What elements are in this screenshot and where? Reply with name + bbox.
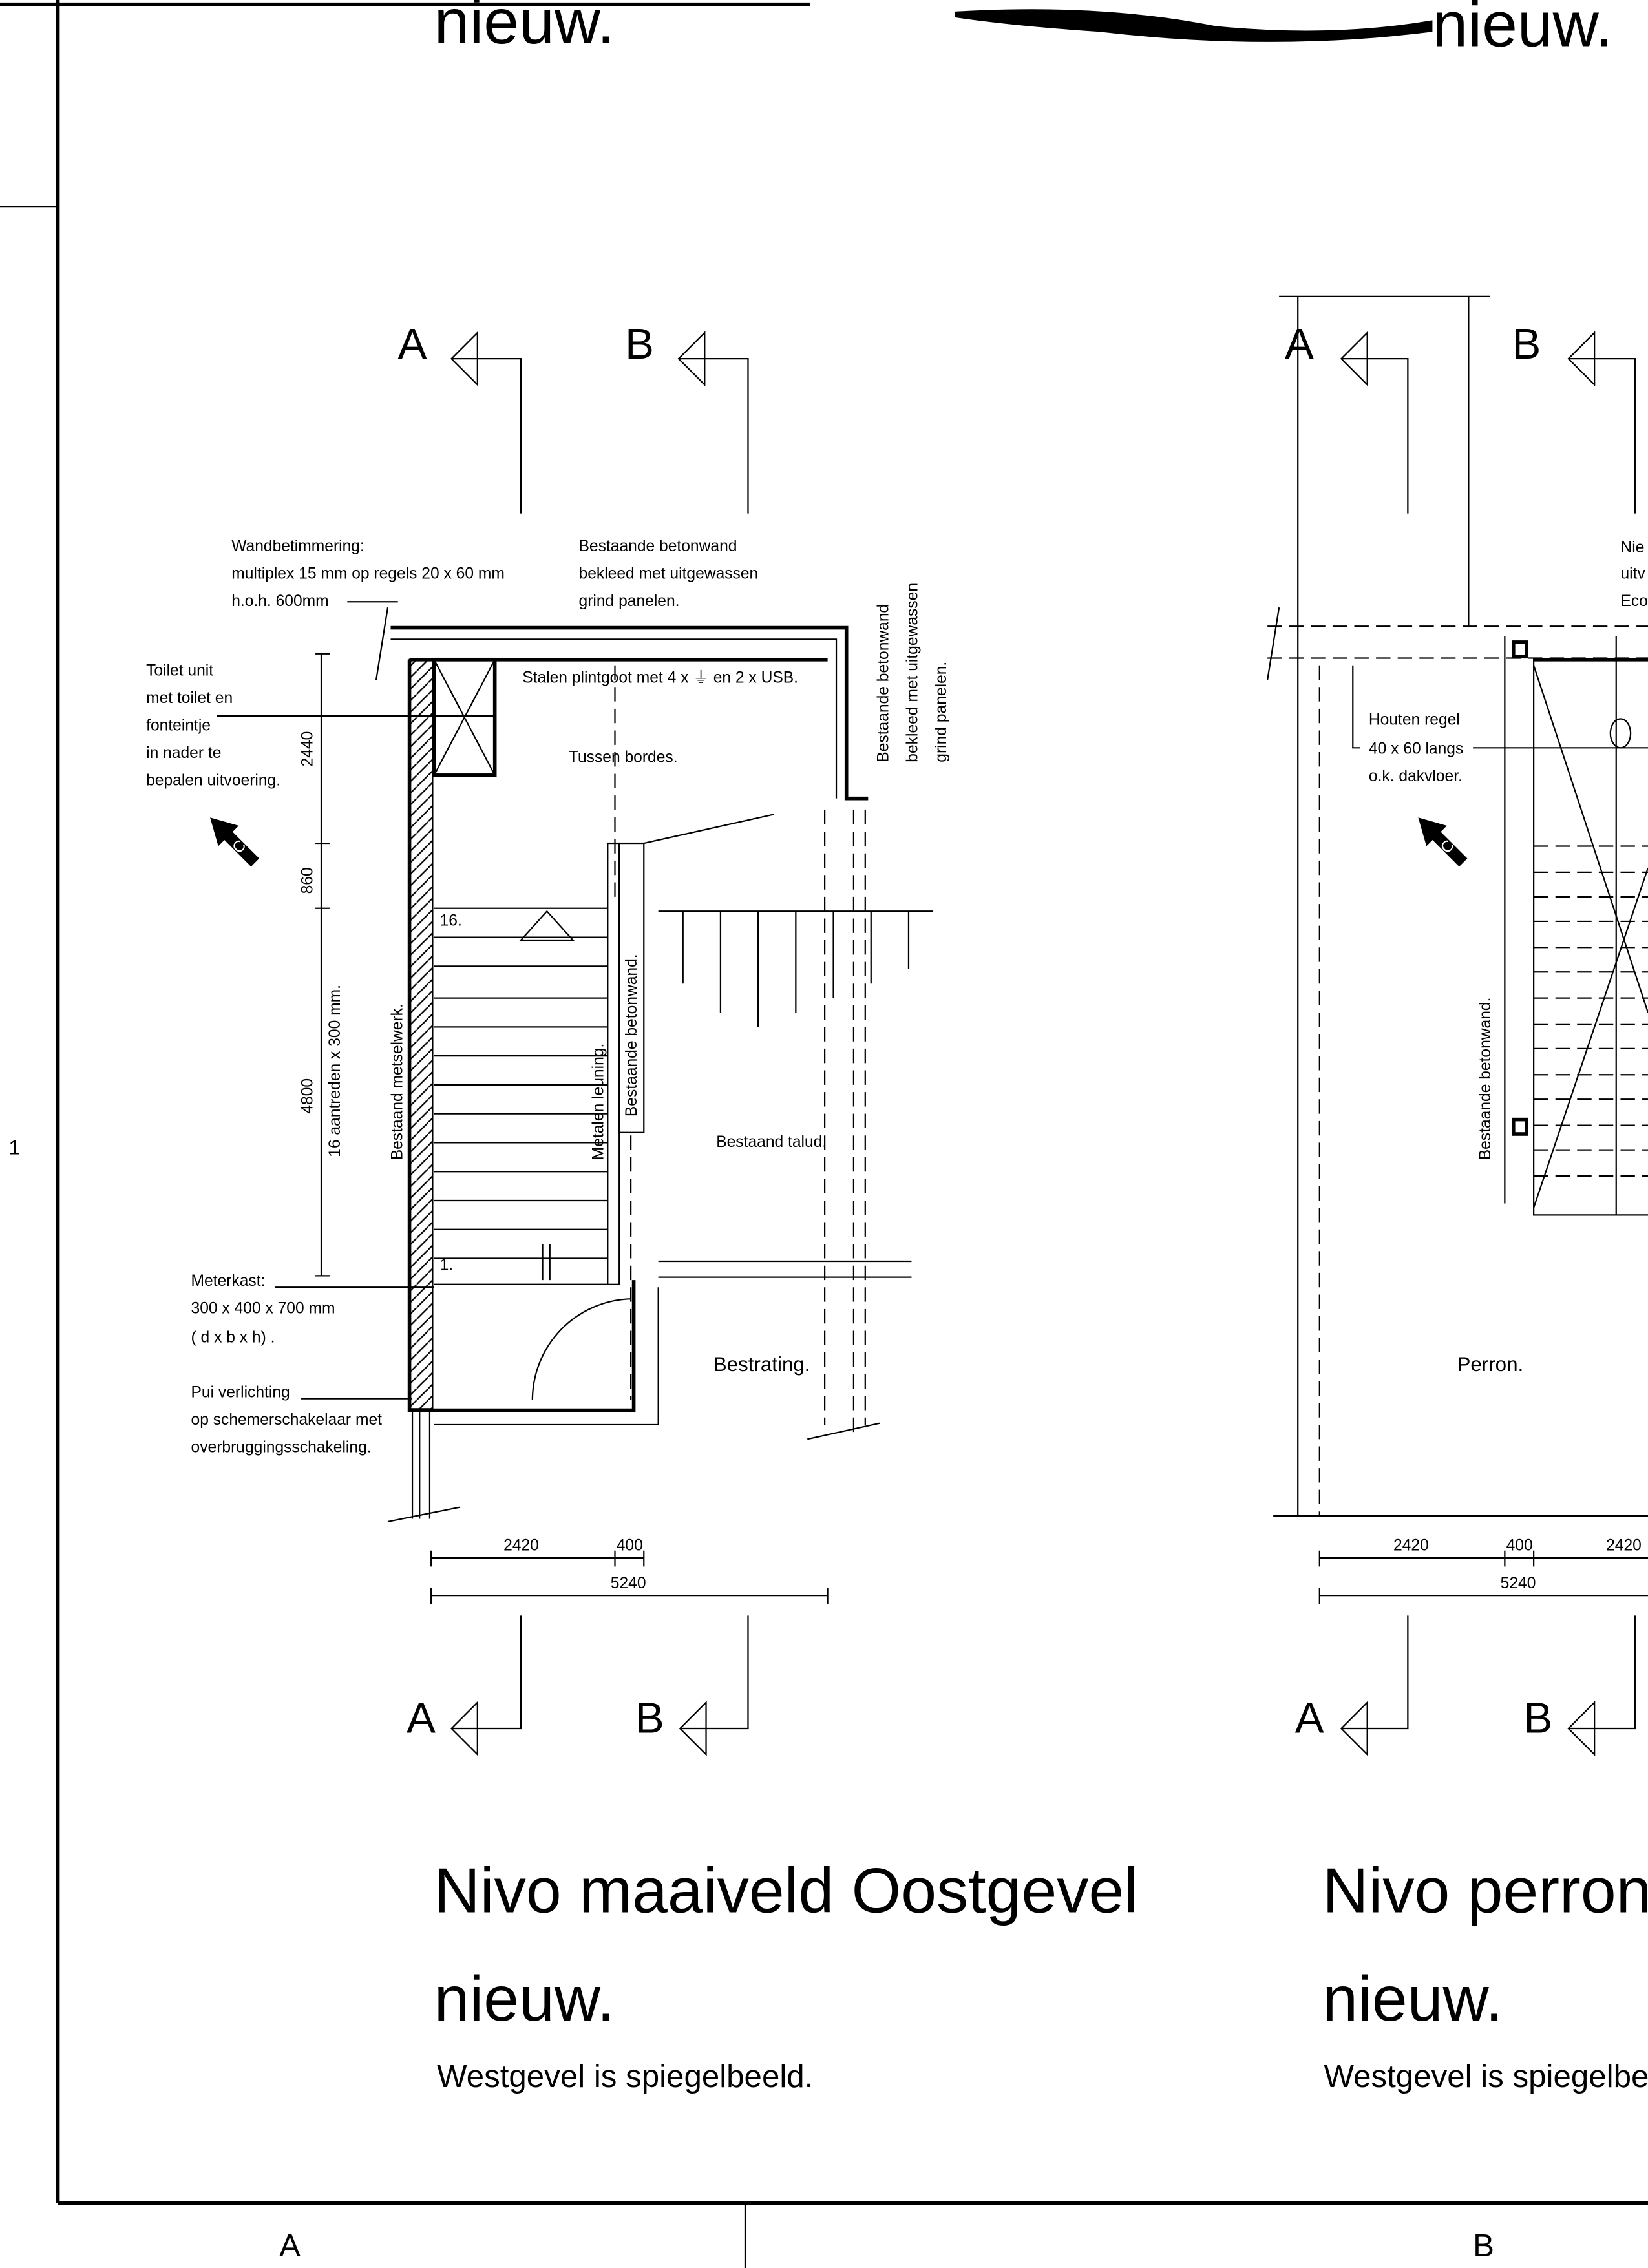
top-title-right: nieuw. (1432, 0, 1612, 60)
dim-400: 400 (617, 1537, 643, 1555)
label-houten-regel: Houten regel 40 x 60 langs o.k. dakvloer… (1369, 711, 1463, 785)
label-betonwand-right: Bestaande betonwand bekleed met uitgewas… (875, 583, 951, 762)
svg-text:Toilet unit: Toilet unit (146, 662, 213, 679)
svg-text:Meterkast:: Meterkast: (191, 1272, 266, 1290)
svg-text:Houten regel: Houten regel (1369, 711, 1460, 729)
step-1: 1. (440, 1256, 454, 1274)
svg-text:met toilet en: met toilet en (146, 689, 233, 707)
label-bestrating: Bestrating. (713, 1353, 810, 1376)
section-marker-a-bottom-right: A (1295, 1615, 1409, 1757)
svg-text:B: B (1523, 1694, 1552, 1743)
north-arrow-icon: C (210, 817, 260, 867)
label-tussen-bordes: Tussen bordes. (569, 749, 678, 766)
dim-5240-right: 5240 (1501, 1575, 1536, 1592)
svg-text:bekleed met uitgewassen: bekleed met uitgewassen (579, 565, 759, 582)
svg-text:bepalen uitvoering.: bepalen uitvoering. (146, 772, 280, 790)
step-16: 16. (440, 912, 462, 930)
label-wandbetimmering: Wandbetimmering: multiplex 15 mm op rege… (231, 538, 505, 610)
row-marker: 1 (8, 1136, 19, 1159)
svg-text:uitv: uitv (1620, 565, 1645, 582)
svg-text:Wandbetimmering:: Wandbetimmering: (231, 538, 364, 555)
dim-2440: 2440 (299, 731, 317, 767)
svg-text:overbruggingsschakeling.: overbruggingsschakeling. (191, 1438, 372, 1456)
section-marker-a-top-right: A (1285, 320, 1409, 514)
label-pui-verlichting: Pui verlichting op schemerschakelaar met… (191, 1383, 413, 1456)
section-marker-b-bottom-right: B (1523, 1615, 1636, 1757)
top-title-left: nieuw. (434, 0, 615, 57)
svg-text:B: B (635, 1694, 664, 1743)
label-betonwand-top: Bestaande betonwand bekleed met uitgewas… (579, 538, 759, 610)
svg-text:Eco: Eco (1620, 593, 1647, 610)
dim-2420-right-2: 2420 (1606, 1537, 1642, 1555)
label-meterkast: Meterkast: 300 x 400 x 700 mm ( d x b x … (191, 1272, 434, 1346)
svg-text:40 x 60 langs: 40 x 60 langs (1369, 740, 1463, 757)
dim-5240: 5240 (611, 1575, 646, 1592)
label-plintgoot: Stalen plintgoot met 4 x ⏚ en 2 x USB. (522, 669, 798, 687)
svg-text:B: B (1512, 320, 1541, 368)
dim-4800: 4800 (299, 1078, 317, 1114)
lamp-icon (1609, 718, 1632, 749)
label-toilet-unit: Toilet unit met toilet en fonteintje in … (146, 662, 280, 789)
svg-text:A: A (398, 320, 427, 368)
svg-text:B: B (625, 320, 654, 368)
section-marker-b-top: B (625, 320, 749, 514)
dim-400-right: 400 (1506, 1537, 1533, 1555)
plan-title-left-line2: nieuw. (434, 1963, 615, 2034)
section-marker-b-top-right: B (1512, 320, 1636, 514)
plan-subtitle-left: Westgevel is spiegelbeeld. (437, 2059, 813, 2094)
svg-text:Pui verlichting: Pui verlichting (191, 1383, 290, 1401)
staircase (434, 814, 775, 1400)
svg-text:h.o.h. 600mm: h.o.h. 600mm (231, 593, 328, 610)
label-bestaande-betonwand: Bestaande betonwand. (623, 954, 640, 1117)
plan-title-right: Nivo perron (1322, 1854, 1648, 1926)
svg-text:grind panelen.: grind panelen. (933, 662, 950, 762)
svg-text:fonteintje: fonteintje (146, 717, 211, 734)
plan-title-left: Nivo maaiveld Oostgevel (434, 1854, 1139, 1926)
svg-text:op schemerschakelaar met: op schemerschakelaar met (191, 1411, 383, 1429)
svg-text:( d x b x h) .: ( d x b x h) . (191, 1328, 275, 1346)
plan-subtitle-right: Westgevel is spiegelbe (1324, 2059, 1648, 2094)
label-cut-off: Nie uitv Eco (1620, 539, 1647, 610)
plan-title-right-line2: nieuw. (1322, 1963, 1503, 2034)
scan-smudge (955, 9, 1433, 42)
svg-text:multiplex 15 mm op regels 20 x: multiplex 15 mm op regels 20 x 60 mm (231, 565, 505, 582)
svg-text:A: A (1295, 1694, 1324, 1743)
svg-text:300 x 400 x 700 mm: 300 x 400 x 700 mm (191, 1300, 335, 1318)
right-floor-plan: A B A B 2420 400 2420 5240 (1267, 295, 1648, 2094)
svg-text:grind panelen.: grind panelen. (579, 593, 680, 610)
svg-text:A: A (1285, 320, 1314, 368)
column-marker-b: B (1473, 2228, 1494, 2263)
svg-text:in nader te: in nader te (146, 744, 221, 762)
dim-860: 860 (299, 867, 317, 894)
dim-2420-right: 2420 (1393, 1537, 1429, 1555)
label-perron: Perron. (1457, 1353, 1523, 1376)
svg-text:Bestaande betonwand: Bestaande betonwand (579, 538, 737, 555)
svg-text:bekleed met uitgewassen: bekleed met uitgewassen (903, 583, 921, 762)
section-marker-a-top: A (398, 320, 522, 514)
svg-text:o.k. dakvloer.: o.k. dakvloer. (1369, 768, 1463, 785)
label-bestaand-talud: Bestaand talud. (716, 1133, 827, 1151)
label-metalen-leuning: Metalen leuning. (590, 1044, 607, 1160)
dim-2420: 2420 (503, 1537, 539, 1555)
column-marker-a: A (279, 2228, 301, 2263)
section-marker-a-bottom: A (407, 1615, 522, 1757)
section-marker-b-bottom: B (635, 1615, 749, 1757)
svg-text:Nie: Nie (1620, 539, 1644, 556)
svg-text:Bestaande betonwand: Bestaande betonwand (875, 604, 893, 762)
dim-treads: 16 aantreden x 300 mm. (326, 985, 344, 1157)
label-bestaand-metselwerk: Bestaand metselwerk. (388, 1003, 406, 1160)
north-arrow-icon-right: C (1418, 817, 1468, 867)
label-bestaande-betonwand-right: Bestaande betonwand. (1477, 998, 1494, 1160)
svg-text:A: A (407, 1694, 436, 1743)
left-floor-plan: A B A B (146, 320, 1138, 2094)
